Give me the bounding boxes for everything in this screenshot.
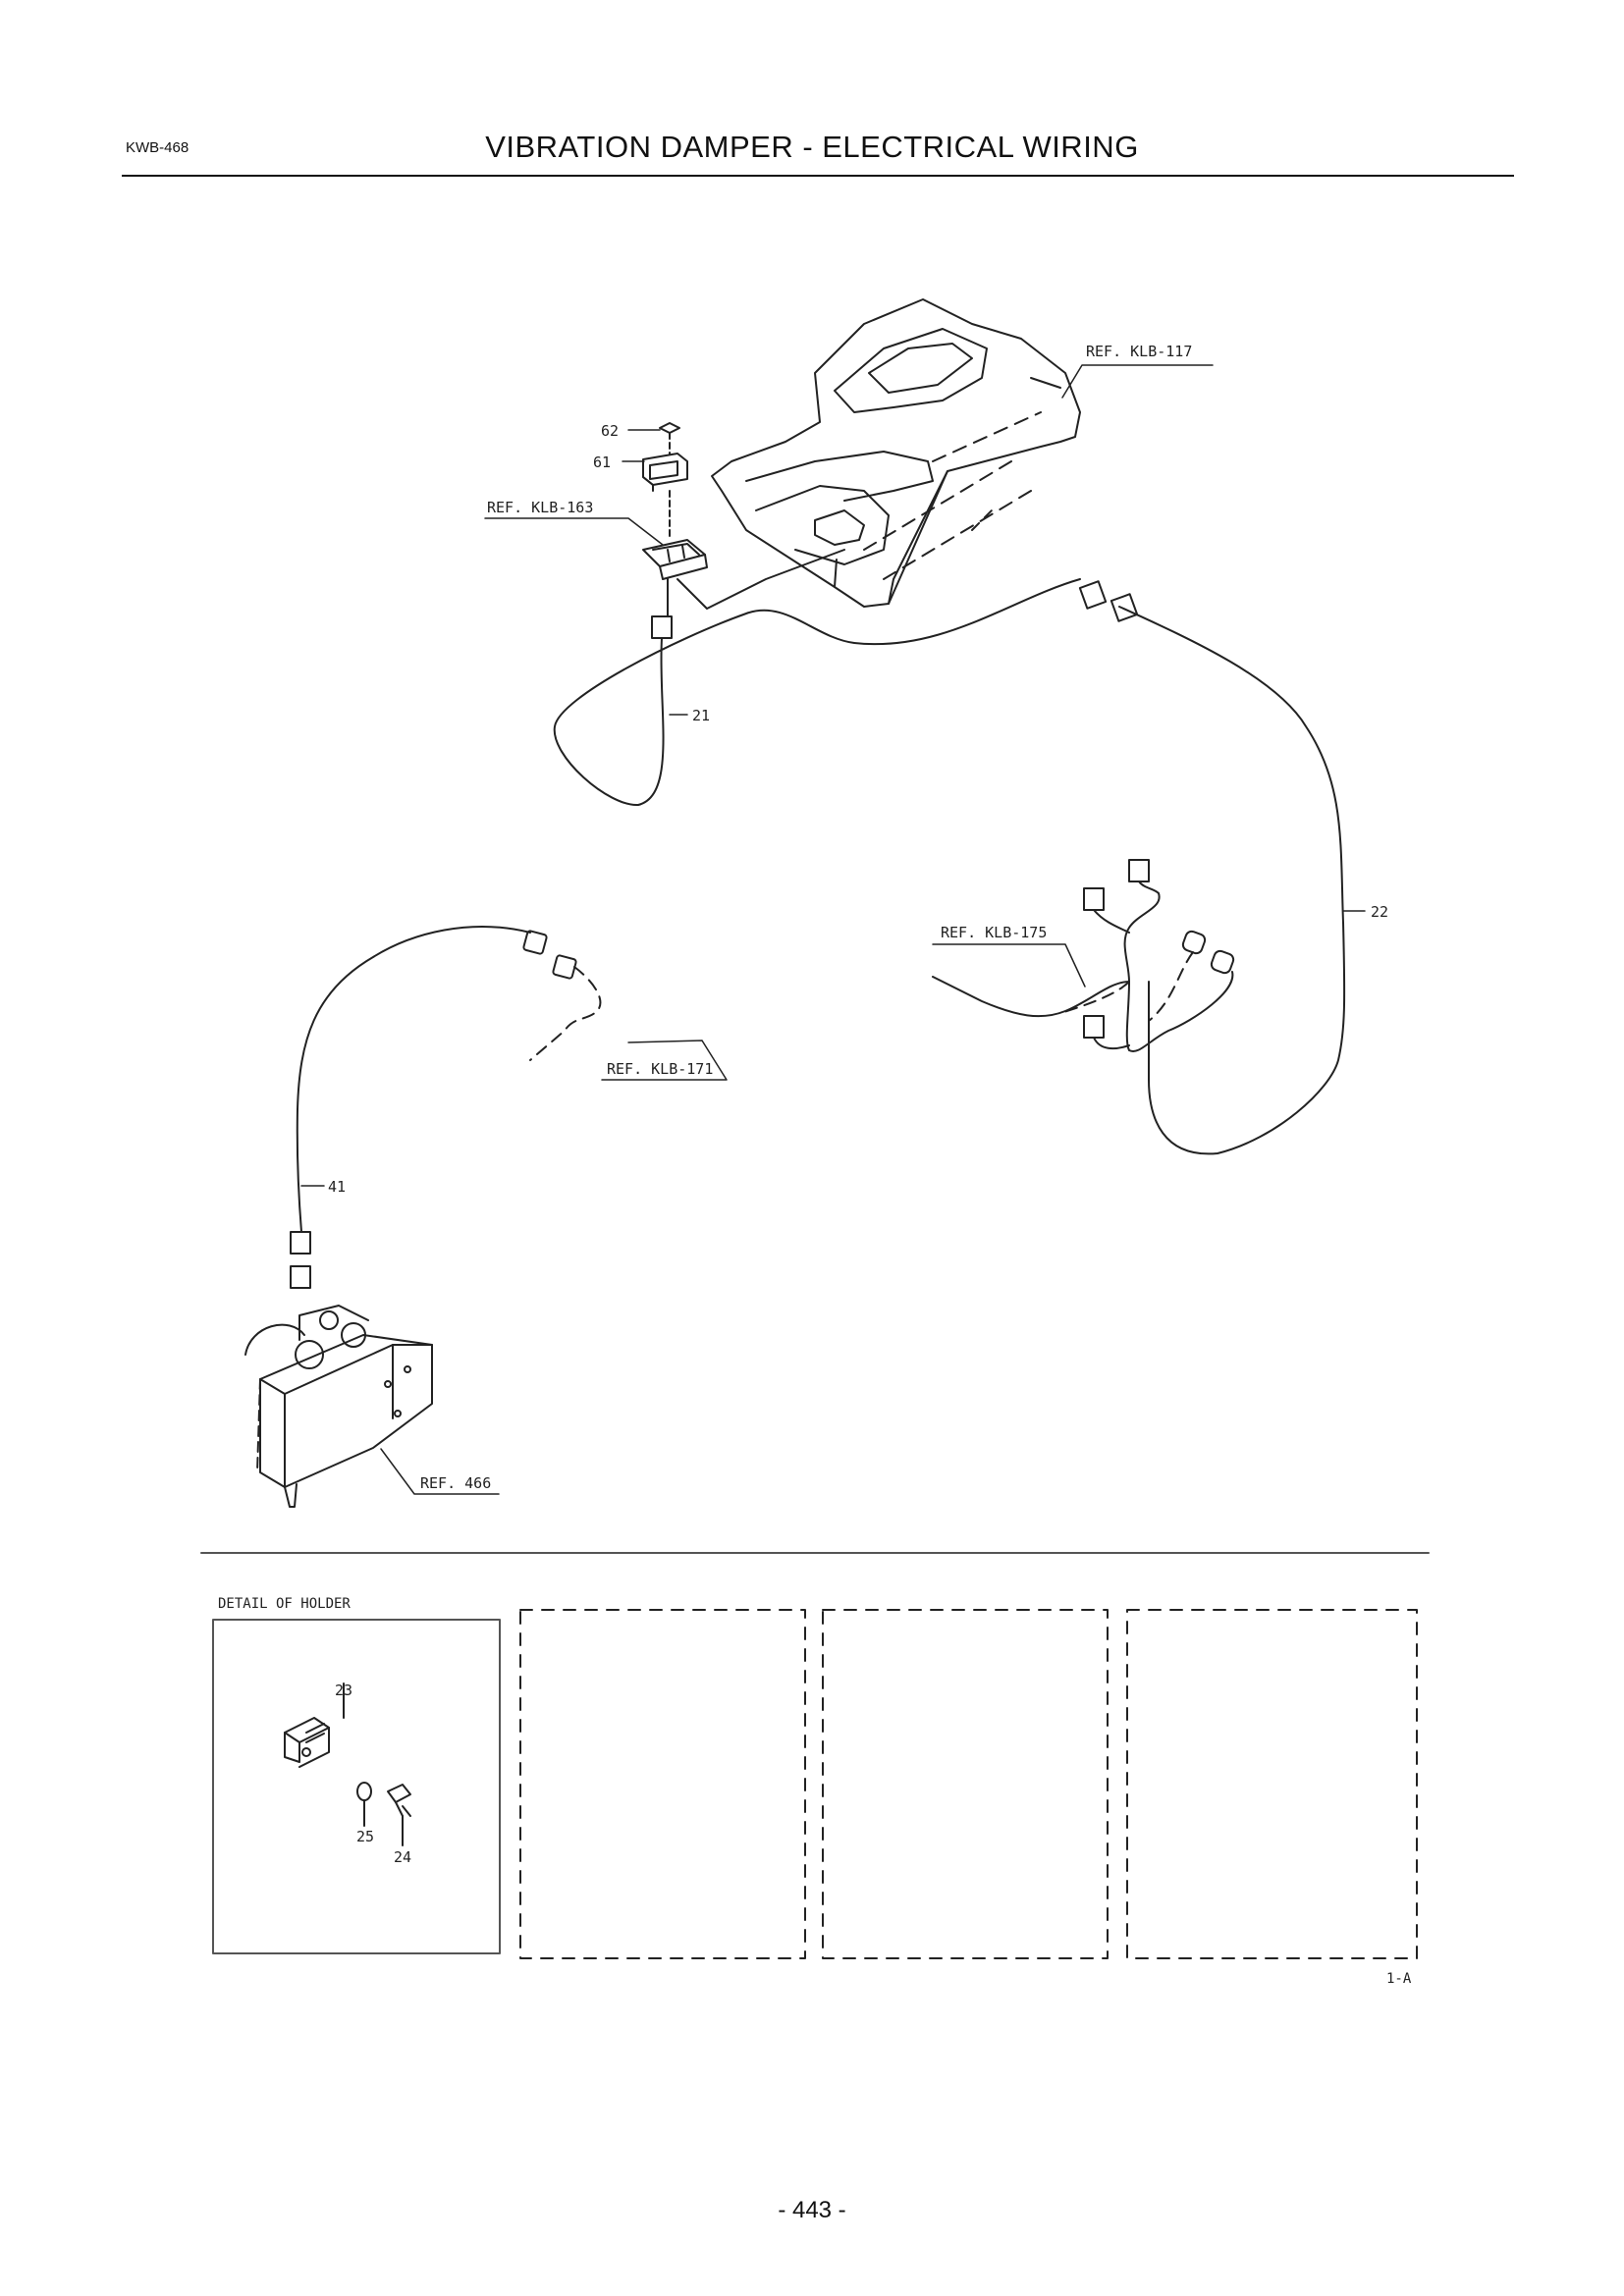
part-22-label: 22 (1371, 903, 1388, 921)
revision-mark: 1-A (1386, 1971, 1412, 1987)
page-title: VIBRATION DAMPER - ELECTRICAL WIRING (485, 130, 1139, 164)
header-rule (122, 175, 1514, 177)
part-21-label: 21 (692, 707, 710, 724)
console-assembly (711, 298, 1081, 608)
empty-panel-3 (1126, 1609, 1418, 1959)
detail-part-25-label: 25 (356, 1828, 374, 1845)
detail-part-24-label: 24 (394, 1848, 411, 1866)
ref-klb-175-label: REF. KLB-175 (941, 924, 1047, 941)
detail-box (212, 1619, 501, 1954)
ref-klb-171-label: REF. KLB-171 (607, 1060, 713, 1078)
ref-466-label: REF. 466 (420, 1474, 491, 1492)
harness-21 (553, 549, 1346, 1155)
part-41-label: 41 (328, 1178, 346, 1196)
holder-drawing (284, 1682, 411, 1846)
detail-part-23-label: 23 (335, 1682, 352, 1699)
page-number: - 443 - (778, 2197, 846, 2223)
switch-assembly (642, 422, 708, 639)
leader-lines (300, 364, 1366, 1495)
part-61-label: 61 (593, 454, 611, 471)
empty-panel-2 (822, 1609, 1109, 1959)
harness-41 (290, 926, 602, 1289)
ref-klb-163-label: REF. KLB-163 (487, 499, 593, 516)
harness-klb-175 (932, 859, 1235, 1052)
part-62-label: 62 (601, 422, 619, 440)
empty-panel-1 (519, 1609, 806, 1959)
document-code: KWB-468 (126, 139, 189, 156)
detail-title: DETAIL OF HOLDER (218, 1596, 351, 1612)
ref-klb-117-label: REF. KLB-117 (1086, 343, 1192, 360)
valve-block (244, 1305, 433, 1508)
